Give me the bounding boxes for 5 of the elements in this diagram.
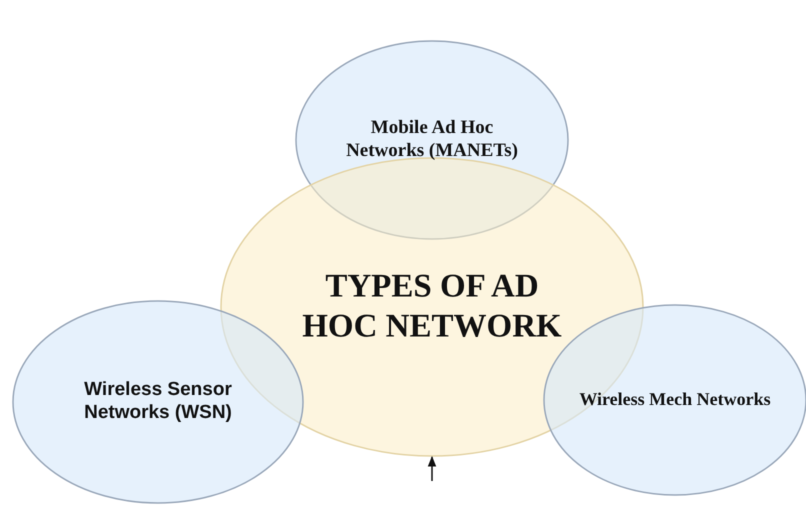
node-label: Wireless Sensor Networks (WSN) xyxy=(83,379,233,425)
node-label: Mobile Ad Hoc Networks (MANETs) xyxy=(345,117,519,163)
node-label: Wireless Mech Networks xyxy=(578,389,772,411)
arrow xyxy=(428,456,436,481)
title-text: TYPES OF AD HOC NETWORK xyxy=(301,267,563,346)
